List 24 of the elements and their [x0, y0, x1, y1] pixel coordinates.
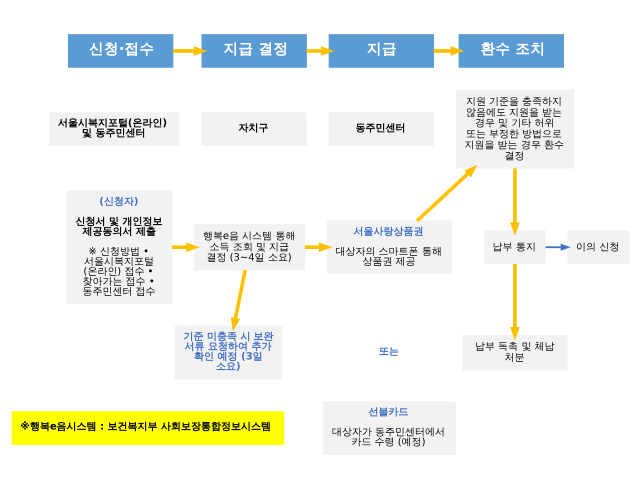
node-box: 서울사랑상품권 대상자의 스마트폰 통해 상품권 제공 — [326, 220, 452, 274]
arrow — [230, 269, 247, 331]
arrow — [434, 46, 464, 56]
node-box: 납부 독촉 및 체납 처분 — [462, 334, 568, 370]
arrow — [306, 46, 335, 56]
label: 또는 — [379, 346, 400, 357]
node-box: 기준 미충족 시 보완 서류 요청하여 추가 확인 예정 (3일 소요) — [174, 325, 283, 379]
node-box: 지급 결정 — [201, 34, 307, 68]
arrow — [510, 263, 520, 340]
arrow — [173, 46, 208, 56]
arrow — [172, 242, 200, 252]
arrow — [416, 164, 478, 222]
node-box: 지원 기준을 충족하지 않음에도 지원을 받는 경우 및 기타 허위 또는 부정한 방법으로 지원을 받는 경우 환수 결정 — [456, 89, 574, 168]
node-box: 신청·접수 — [68, 34, 174, 68]
arrow — [304, 242, 332, 252]
arrow — [510, 168, 520, 236]
node-box: (신청자) 신청서 및 개인정보 제공동의서 제출 ※ 신청방법 • 서울시복지포털 (온라인) 접수 • 찾아가는 접수 • 동주민센터 접수 — [67, 190, 172, 304]
label: ※행복e음시스템 : 보건복지부 사회보장통합정보시스템 — [20, 421, 272, 432]
node-box: 행복e음 시스템 통해 소득 조회 및 지급 결정 (3~4일 소요) — [194, 224, 306, 270]
node-box: 지급 — [328, 34, 434, 68]
node-box: 환수 조치 — [458, 34, 564, 68]
node-box: 이의 신청 — [568, 230, 630, 264]
node-box: 납부 통지 — [484, 230, 546, 264]
arrow — [546, 243, 571, 250]
